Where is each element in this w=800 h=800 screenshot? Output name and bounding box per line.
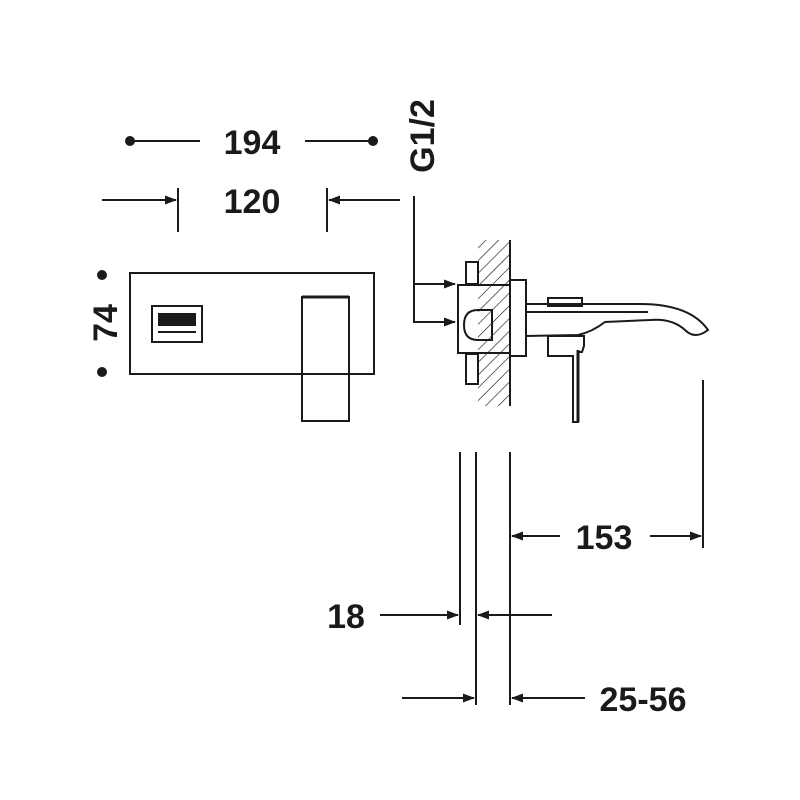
side-view-mixer (457, 240, 710, 423)
spout (525, 303, 710, 338)
front-view-mixer (129, 272, 375, 422)
extension-lines (459, 380, 704, 705)
dimension-spout-projection: 153 (511, 519, 702, 557)
thread-label: G1/2 (404, 99, 442, 173)
body-width-label: 120 (224, 183, 281, 221)
dimension-thread: G1/2 (404, 99, 456, 327)
plate-thickness-label: 18 (327, 598, 365, 636)
dimension-plate-thickness: 18 (327, 598, 552, 636)
dimension-wall-range: 25-56 (402, 681, 686, 719)
spout-projection-label: 153 (576, 519, 633, 557)
front-spout-outlet (151, 305, 203, 343)
cover-plate (509, 279, 527, 357)
front-wall-plate (129, 272, 375, 375)
dimension-overall-width: 194 (125, 124, 378, 162)
overall-width-label: 194 (224, 124, 281, 162)
height-label: 74 (87, 304, 125, 342)
dimension-height: 74 (87, 270, 125, 377)
front-lever-handle (301, 296, 350, 422)
wall-range-label: 25-56 (600, 681, 687, 719)
wall-section-hatch (478, 240, 510, 406)
dimension-body-width: 120 (102, 183, 400, 232)
